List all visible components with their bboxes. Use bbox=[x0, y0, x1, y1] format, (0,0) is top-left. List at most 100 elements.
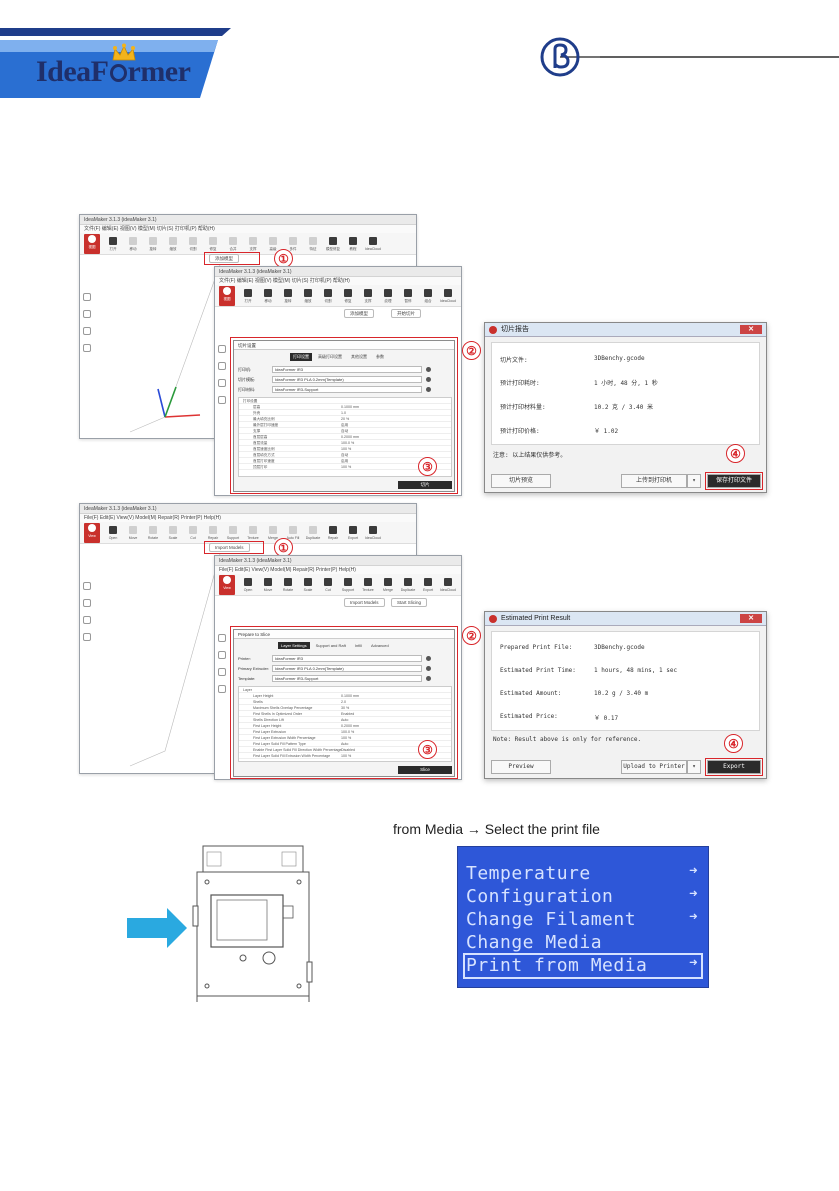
upload-button[interactable]: Upload to Printer bbox=[621, 760, 687, 774]
tool-repair2[interactable]: 模型修复 bbox=[326, 236, 340, 252]
upload-dropdown-icon[interactable]: ▾ bbox=[687, 760, 701, 774]
material-field[interactable]: 打印材料:IdeaFormer IR3-Support bbox=[238, 386, 431, 393]
tool-cloud[interactable]: IdeaCloud bbox=[365, 236, 381, 252]
play-icon[interactable] bbox=[83, 616, 91, 624]
tool-rotate[interactable]: Rotate bbox=[146, 525, 160, 541]
upload-icon[interactable] bbox=[83, 344, 91, 352]
printer-field[interactable]: 打印机:IdeaFormer IR3 bbox=[238, 366, 431, 373]
tool-cut[interactable]: 切割 bbox=[321, 288, 335, 304]
play-icon[interactable] bbox=[83, 327, 91, 335]
add-model-button[interactable]: 添加模型 bbox=[344, 309, 374, 318]
play-icon[interactable] bbox=[218, 379, 226, 387]
tool-advanced[interactable]: 高级 bbox=[266, 236, 280, 252]
list-icon[interactable] bbox=[83, 599, 91, 607]
tool-rotate[interactable]: Rotate bbox=[281, 577, 295, 593]
list-icon[interactable] bbox=[218, 651, 226, 659]
tab-3[interactable]: 参数 bbox=[376, 354, 384, 359]
tool-export[interactable]: Export bbox=[346, 525, 360, 541]
tool-group[interactable]: 组合 bbox=[421, 288, 435, 304]
start-slicing-button[interactable]: Start Slicing bbox=[391, 598, 428, 607]
printer-field[interactable]: Printer:IdeaFormer IR3 bbox=[238, 655, 431, 662]
lcd-menu-item-temperature[interactable]: Temperature➜ bbox=[466, 863, 698, 884]
extruder-field[interactable]: Primary Extruder:IdeaFormer IR3 PLA 0.2m… bbox=[238, 665, 431, 672]
lcd-menu-item-configuration[interactable]: Configuration➜ bbox=[466, 886, 698, 907]
import-models-button[interactable]: Import Models bbox=[209, 543, 250, 552]
upload-icon[interactable] bbox=[218, 396, 226, 404]
upload-icon[interactable] bbox=[218, 685, 226, 693]
tool-multi[interactable]: 多件 bbox=[286, 236, 300, 252]
tool-open[interactable]: 打开 bbox=[241, 288, 255, 304]
upload-dropdown-icon[interactable]: ▾ bbox=[687, 474, 701, 488]
tool-support[interactable]: 支撑 bbox=[246, 236, 260, 252]
tool-view[interactable]: 视图 bbox=[219, 285, 235, 306]
tool-move[interactable]: 移动 bbox=[261, 288, 275, 304]
table-row[interactable]: 支撑自动 bbox=[239, 428, 451, 434]
tool-view[interactable]: View bbox=[219, 574, 235, 595]
tab-3[interactable]: Advanced bbox=[370, 643, 389, 648]
tab-2[interactable]: 其他设置 bbox=[351, 354, 367, 359]
tool-view[interactable]: View bbox=[84, 522, 100, 543]
export-button[interactable]: 保存打印文件 bbox=[707, 474, 761, 488]
tool-move[interactable]: Move bbox=[261, 577, 275, 593]
list-icon[interactable] bbox=[218, 362, 226, 370]
menu-bar[interactable]: File(F) Edit(E) View(V) Model(M) Repair(… bbox=[80, 514, 416, 522]
menu-bar[interactable]: 文件(F) 编辑(E) 视图(V) 模型(M) 切片(S) 打印机(P) 帮助(… bbox=[80, 225, 416, 233]
close-icon[interactable]: ✕ bbox=[740, 614, 762, 623]
lcd-menu-item-change-media[interactable]: Change Media bbox=[466, 932, 603, 953]
upload-icon[interactable] bbox=[83, 633, 91, 641]
tab-1[interactable]: Support and Raft bbox=[315, 643, 346, 648]
table-row[interactable]: 首层打印速度启用 bbox=[239, 458, 451, 464]
table-row[interactable]: First Layer Solid Fill Extrusion Width P… bbox=[239, 753, 451, 759]
tool-rotate[interactable]: 旋转 bbox=[281, 288, 295, 304]
tool-repair2[interactable]: Repair bbox=[326, 525, 340, 541]
tool-feature[interactable]: 特征 bbox=[306, 236, 320, 252]
play-icon[interactable] bbox=[218, 668, 226, 676]
template-field[interactable]: 切片模板:IdeaFormer IR3 PLA 0.2mm(Template) bbox=[238, 376, 431, 383]
close-icon[interactable]: ✕ bbox=[740, 325, 762, 334]
tool-cut[interactable]: Cut bbox=[321, 577, 335, 593]
tool-duplicate[interactable]: Duplicate bbox=[306, 525, 320, 541]
tool-support[interactable]: Support bbox=[226, 525, 240, 541]
tool-rotate[interactable]: 旋转 bbox=[146, 236, 160, 252]
tool-repair[interactable]: 修复 bbox=[341, 288, 355, 304]
tool-pause[interactable]: 暂停 bbox=[401, 288, 415, 304]
tool-merge[interactable]: Merge bbox=[381, 577, 395, 593]
tool-export[interactable]: Export bbox=[421, 577, 435, 593]
tool-texture[interactable]: 纹理 bbox=[381, 288, 395, 304]
tool-merge[interactable]: 合并 bbox=[226, 236, 240, 252]
lcd-menu-item-print-from-media[interactable]: Print from Media➜ bbox=[466, 955, 698, 976]
tool-open[interactable]: Open bbox=[106, 525, 120, 541]
tool-autofill[interactable]: Auto Fill bbox=[286, 525, 300, 541]
tool-cut[interactable]: Cut bbox=[186, 525, 200, 541]
tool-scale[interactable]: Scale bbox=[166, 525, 180, 541]
tool-scale[interactable]: 缩放 bbox=[301, 288, 315, 304]
menu-bar[interactable]: File(F) Edit(E) View(V) Model(M) Repair(… bbox=[215, 566, 461, 574]
tool-cloud[interactable]: IdeaCloud bbox=[440, 577, 456, 593]
table-row[interactable]: 最外层打印速度启用 bbox=[239, 422, 451, 428]
upload-button[interactable]: 上传到打印机 bbox=[621, 474, 687, 488]
wrench-icon[interactable] bbox=[83, 293, 91, 301]
tool-move[interactable]: Move bbox=[126, 525, 140, 541]
tool-repair[interactable]: 修复 bbox=[206, 236, 220, 252]
tool-texture[interactable]: Texture bbox=[361, 577, 375, 593]
list-icon[interactable] bbox=[83, 310, 91, 318]
start-slicing-button[interactable]: 开始切片 bbox=[391, 309, 421, 318]
tool-support[interactable]: 支撑 bbox=[361, 288, 375, 304]
tool-view[interactable]: 视图 bbox=[84, 233, 100, 254]
add-model-button[interactable]: 添加模型 bbox=[209, 254, 239, 263]
tool-duplicate[interactable]: Duplicate bbox=[401, 577, 415, 593]
tool-scale[interactable]: 缩放 bbox=[166, 236, 180, 252]
